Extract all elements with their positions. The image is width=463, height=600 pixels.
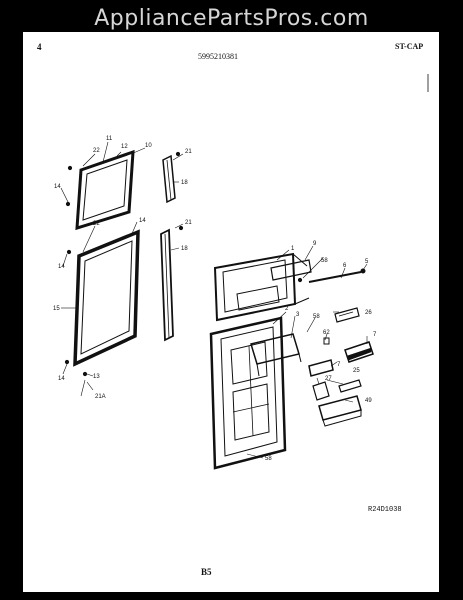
header-section-code: ST-CAP [395, 42, 424, 51]
fresh-food-door-gasket [73, 229, 140, 367]
label-part-7: 7 [337, 362, 341, 368]
label-part-22: 22 [93, 148, 100, 154]
label-part-9: 9 [313, 241, 317, 247]
diagram-reference-code: R24D1038 [368, 506, 402, 514]
label-part-10: 10 [145, 143, 152, 149]
label-part-15: 15 [53, 306, 60, 312]
label-part-58: 58 [313, 314, 320, 320]
butter-door [334, 307, 360, 323]
screws [64, 151, 184, 377]
label-part-13: 13 [93, 374, 100, 380]
watermark: AppliancePartsPros.com [94, 6, 369, 31]
door-bin-large [344, 341, 374, 363]
shelf-rod [308, 268, 366, 283]
label-part-14: 14 [58, 264, 65, 270]
exploded-parts-diagram: 11 22 12 10 14 21 18 22 14 14 15 14 13 2… [53, 74, 429, 470]
label-part-7: 7 [373, 332, 377, 338]
label-part-6: 6 [343, 263, 347, 269]
leader-lines [60, 141, 368, 459]
bottom-door-shelf [318, 395, 362, 427]
door-rack-upper [250, 333, 302, 377]
label-part-21: 21 [185, 149, 192, 155]
egg-tray [338, 379, 362, 393]
label-part-5: 5 [365, 259, 369, 265]
label-part-12: 12 [121, 144, 128, 150]
fresh-food-handle-trim [160, 228, 174, 342]
screw [297, 277, 303, 283]
freezer-door-gasket [75, 149, 135, 231]
header-model-number: 5995210381 [198, 52, 238, 61]
label-part-3: 3 [296, 312, 300, 318]
label-part-25: 25 [353, 368, 360, 374]
header-page-code: 4 [37, 42, 42, 52]
label-part-21: 21 [185, 220, 192, 226]
label-part-14: 14 [54, 184, 61, 190]
label-part-62: 62 [323, 330, 330, 336]
label-part-14: 14 [139, 218, 146, 224]
label-part-58: 58 [321, 258, 328, 264]
fresh-food-door-liner [209, 316, 287, 470]
door-bin-small [308, 359, 334, 377]
freezer-door-liner [213, 252, 310, 322]
label-part-18: 18 [181, 246, 188, 252]
label-part-11: 11 [106, 136, 113, 142]
label-part-1: 1 [291, 246, 295, 252]
freezer-shelf-bracket [270, 259, 312, 281]
label-part-26: 26 [365, 310, 372, 316]
freezer-handle-trim [162, 154, 176, 204]
dairy-cover [312, 381, 330, 401]
parts-sheet: 4 5995210381 ST-CAP [23, 32, 439, 592]
label-part-21A: 21A [95, 394, 106, 400]
label-part-22: 22 [93, 221, 100, 227]
page-number: B5 [201, 567, 212, 577]
label-part-49: 49 [365, 398, 372, 404]
label-part-2: 2 [285, 306, 289, 312]
label-part-27: 27 [325, 376, 332, 382]
label-part-18: 18 [181, 180, 188, 186]
label-part-58: 58 [265, 456, 272, 462]
clip [323, 337, 330, 345]
label-part-14: 14 [58, 376, 65, 382]
